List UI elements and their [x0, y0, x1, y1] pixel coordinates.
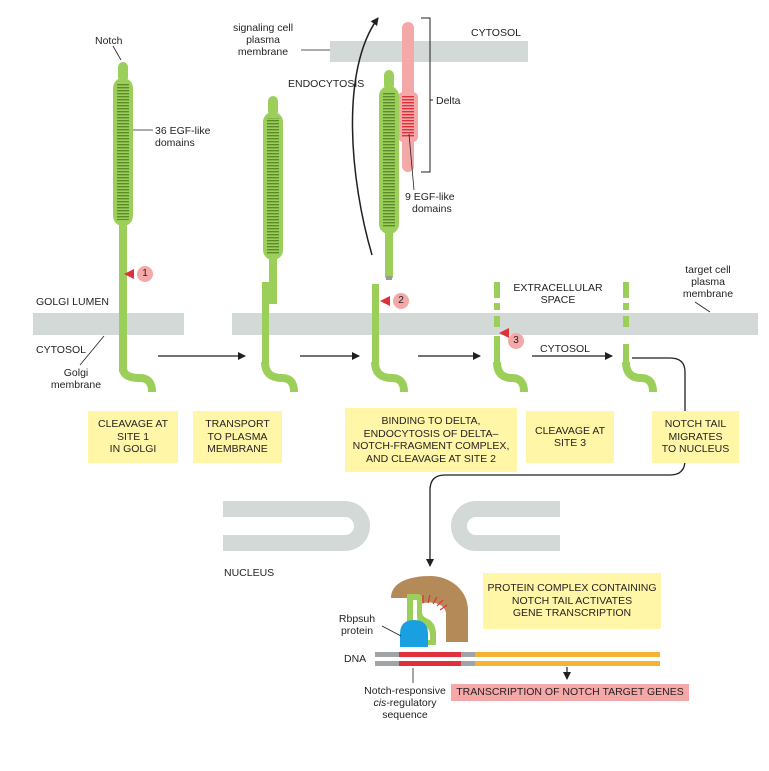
site-1-number: 1 [142, 268, 148, 279]
target-cell-label-line1: target cell [685, 264, 731, 276]
dna-strand [375, 652, 660, 666]
golgi-membrane-label-line2: membrane [50, 379, 102, 391]
extracellular-label-line1: EXTRACELLULAR [513, 282, 603, 294]
egf36-label-line2: domains [155, 137, 195, 149]
site-1-marker [137, 266, 153, 282]
signaling-cell-label-line3: membrane [237, 46, 289, 58]
golgi-membrane-label-line1: Golgi [63, 367, 89, 379]
signaling-cell-plasma-membrane [330, 41, 528, 62]
notch-receptor-transport [261, 96, 298, 393]
rbpsuh-label-line1: Rbpsuh [338, 613, 376, 625]
signaling-cell-label-line2: plasma [246, 34, 280, 46]
transcription-box: TRANSCRIPTION OF NOTCH TARGET GENES [451, 684, 689, 701]
egf9-label-line1: 9 EGF-like [405, 191, 455, 203]
migration-arrow [426, 357, 686, 567]
cytosol-left-label: CYTOSOL [36, 344, 86, 356]
target-cell-label-line2: plasma [691, 276, 725, 288]
cytosol-top-label: CYTOSOL [471, 27, 521, 39]
cytosol-mid-label: CYTOSOL [540, 343, 590, 355]
cis-regulatory-label-line2: cis-regulatory [373, 697, 437, 709]
site-2-number: 2 [398, 295, 404, 306]
cis-regulatory-label-line3: sequence [382, 709, 428, 721]
protein-complex [391, 576, 468, 647]
site-2-marker [393, 293, 409, 309]
notch-receptor-golgi [113, 62, 156, 393]
target-cell-label-line3: membrane [682, 288, 734, 300]
delta-label: Delta [436, 95, 461, 107]
rbpsuh-label-line2: protein [340, 625, 374, 637]
site-3-number: 3 [513, 335, 519, 346]
delta-egf-domains [402, 96, 414, 138]
endocytosis-label: ENDOCYTOSIS [288, 78, 365, 90]
egf9-label-line2: domains [412, 203, 452, 215]
notch-tail-released [622, 282, 657, 393]
egf36-label-line1: 36 EGF-like [155, 125, 211, 137]
nucleus-label: NUCLEUS [224, 567, 275, 579]
notch-receptor-site3 [493, 282, 528, 393]
golgi-membrane [33, 313, 184, 335]
nuclear-envelope-left [223, 501, 370, 551]
dna-label: DNA [344, 653, 367, 665]
golgi-lumen-label: GOLGI LUMEN [36, 296, 109, 308]
extracellular-label-line2: SPACE [540, 294, 576, 306]
notch-receptor-bound-delta [371, 70, 408, 393]
step-box-3: BINDING TO DELTA,ENDOCYTOSIS OF DELTA–NO… [345, 408, 517, 472]
signaling-cell-label-line1: signaling cell [232, 22, 294, 34]
notch-label: Notch [95, 35, 123, 47]
site-3-marker [508, 333, 524, 349]
nuclear-envelope-right [451, 501, 560, 551]
endocytosis-arrow [351, 17, 379, 256]
cis-regulatory-label-line1: Notch-responsive [364, 685, 446, 697]
